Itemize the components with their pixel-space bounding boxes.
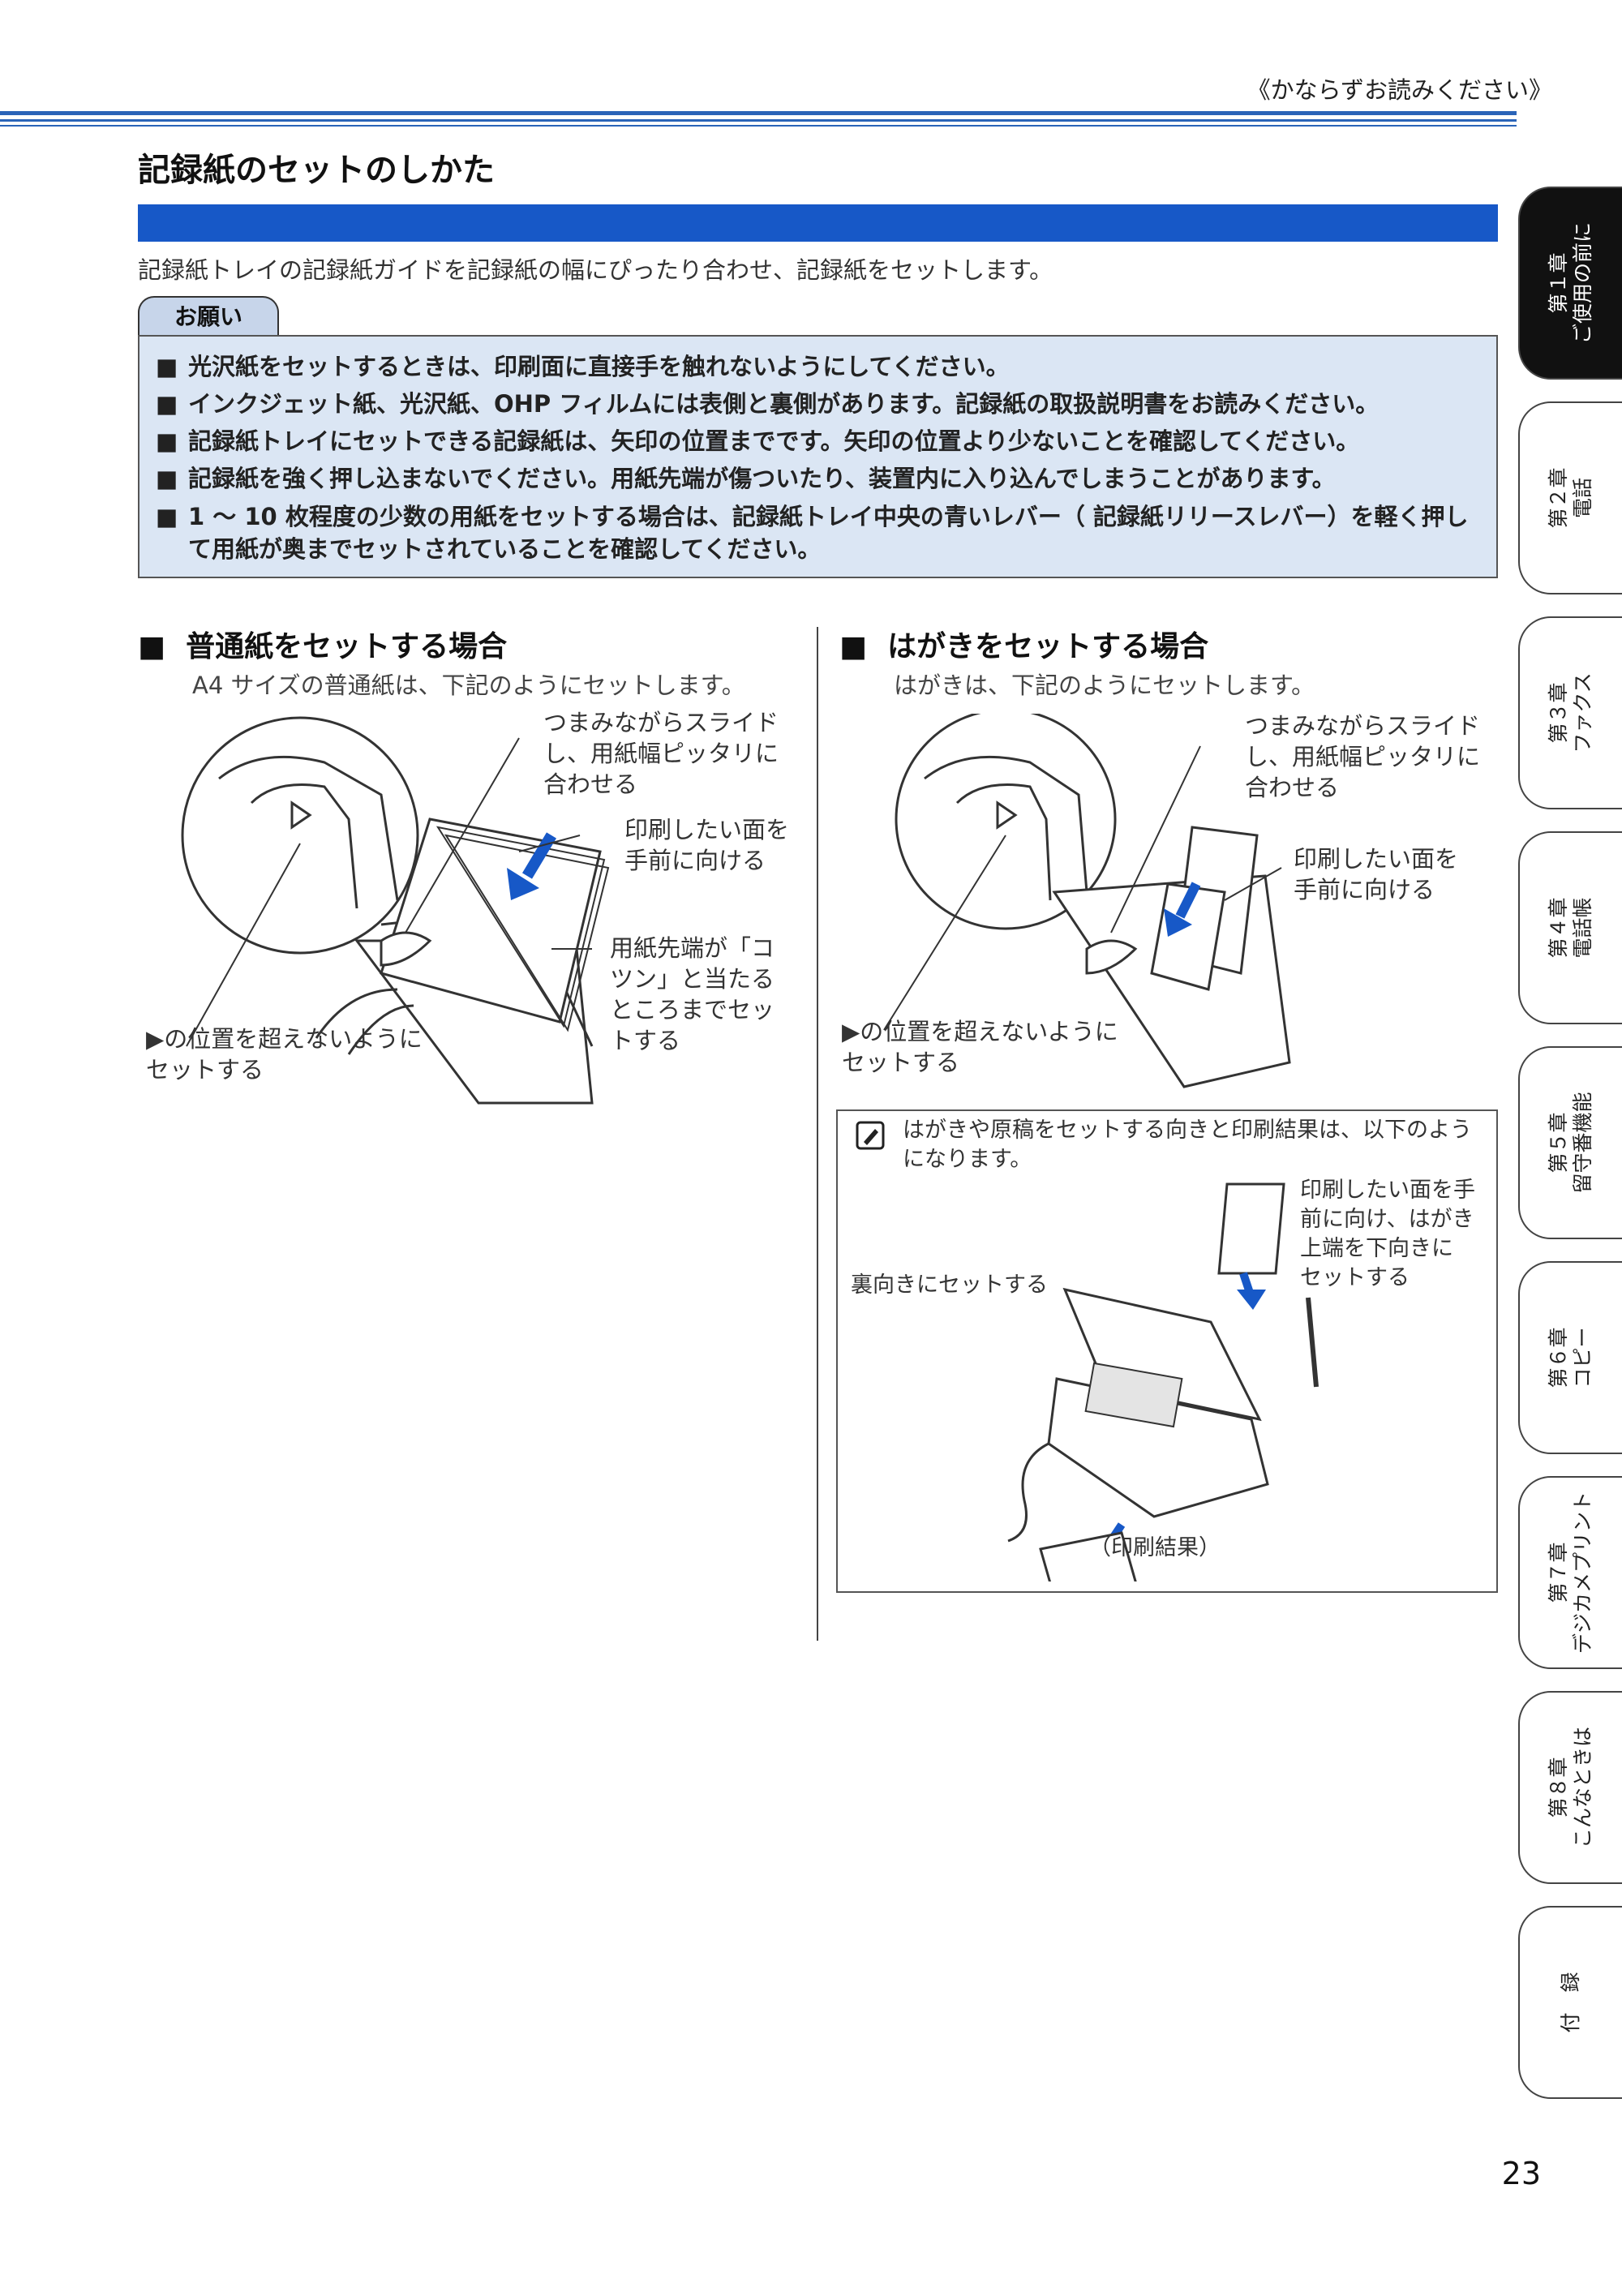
intro-text: 記録紙トレイの記録紙ガイドを記録紙の幅にぴったり合わせ、記録紙をセットします。 (138, 256, 1053, 284)
caution-tag: お願い (138, 296, 279, 337)
caution-item: ■インクジェット紙、光沢紙、OHP フィルムには表側と裏側があります。記録紙の取… (156, 385, 1480, 423)
title-bar (138, 204, 1498, 242)
bullet-icon: ■ (156, 390, 178, 418)
tab-chapter-3[interactable]: 第３章ファクス (1518, 616, 1622, 809)
plain-paper-illustration (181, 716, 610, 1105)
tab-chapter-7[interactable]: 第７章デジカメプリント (1518, 1476, 1622, 1669)
memo-text: はがきや原稿をセットする向きと印刷結果は、以下のよう になります。 (903, 1118, 1472, 1172)
tab-appendix[interactable]: 付 録 (1518, 1906, 1622, 2099)
right-subtext: はがきは、下記のようにセットします。 (894, 672, 1315, 699)
memo-caption-back: 裏向きにセットする (851, 1272, 1048, 1298)
page-number: 23 (1501, 2156, 1541, 2191)
tab-chapter-1[interactable]: 第１章ご使用の前に (1518, 187, 1622, 380)
left-heading: ■ 普通紙をセットする場合 (138, 630, 508, 663)
memo-icon (856, 1121, 885, 1150)
tab-chapter-6[interactable]: 第６章コピー (1518, 1261, 1622, 1454)
fax-machine-illustration (1007, 1182, 1319, 1581)
right-heading: ■ はがきをセットする場合 (839, 630, 1209, 663)
right-caption-face: 印刷したい面を 手前に向ける (1294, 845, 1459, 903)
caution-box: ■光沢紙をセットするときは、印刷面に直接手を触れないようにしてください。 ■イン… (138, 335, 1498, 578)
tab-chapter-2[interactable]: 第２章電話 (1518, 401, 1622, 594)
page-title: 記録紙のセットのしかた (138, 152, 495, 189)
tab-chapter-4[interactable]: 第４章電話帳 (1518, 831, 1622, 1024)
caution-item: ■1 〜 10 枚程度の少数の用紙をセットする場合は、記録紙トレイ中央の青いレバ… (156, 500, 1480, 565)
caution-item: ■光沢紙をセットするときは、印刷面に直接手を触れないようにしてください。 (156, 348, 1480, 385)
memo-caption-postcard: 印刷したい面を手 前に向け、はがき 上端を下向きに セットする (1300, 1178, 1475, 1290)
right-caption-limit: ▶の位置を超えないように セットする (842, 1018, 1118, 1076)
left-subtext: A4 サイズの普通紙は、下記のようにセットします。 (192, 672, 745, 699)
column-divider (817, 627, 818, 1641)
caution-item: ■記録紙を強く押し込まないでください。用紙先端が傷ついたり、装置内に入り込んでし… (156, 460, 1480, 497)
bullet-icon: ■ (156, 503, 178, 530)
tab-chapter-5[interactable]: 第５章留守番機能 (1518, 1046, 1622, 1239)
header-note: 《かならずお読みください》 (1247, 76, 1552, 104)
header-rule-thin (0, 119, 1517, 122)
tab-chapter-8[interactable]: 第８章こんなときは (1518, 1691, 1622, 1884)
left-caption-face: 印刷したい面を 手前に向ける (624, 816, 790, 874)
postcard-illustration (883, 714, 1291, 1088)
right-caption-slide: つまみながらスライド し、用紙幅ピッタリに 合わせる (1245, 712, 1481, 801)
memo-box: はがきや原稿をセットする向きと印刷結果は、以下のよう になります。 印刷したい面… (836, 1109, 1498, 1593)
caution-item: ■記録紙トレイにセットできる記録紙は、矢印の位置までです。矢印の位置より少ないこ… (156, 423, 1480, 460)
left-caption-slide: つまみながらスライド し、用紙幅ピッタリに 合わせる (543, 709, 779, 798)
bullet-icon: ■ (156, 465, 178, 492)
left-caption-edge: 用紙先端が「コ ツン」と当たる ところまでセッ トする (610, 934, 775, 1054)
header-rule-thin2 (0, 125, 1517, 127)
left-caption-limit: ▶の位置を超えないように セットする (146, 1025, 423, 1084)
bullet-icon: ■ (156, 353, 178, 380)
memo-caption-result: （印刷結果） (1089, 1535, 1221, 1560)
header-rule (0, 111, 1517, 115)
bullet-icon: ■ (156, 427, 178, 455)
